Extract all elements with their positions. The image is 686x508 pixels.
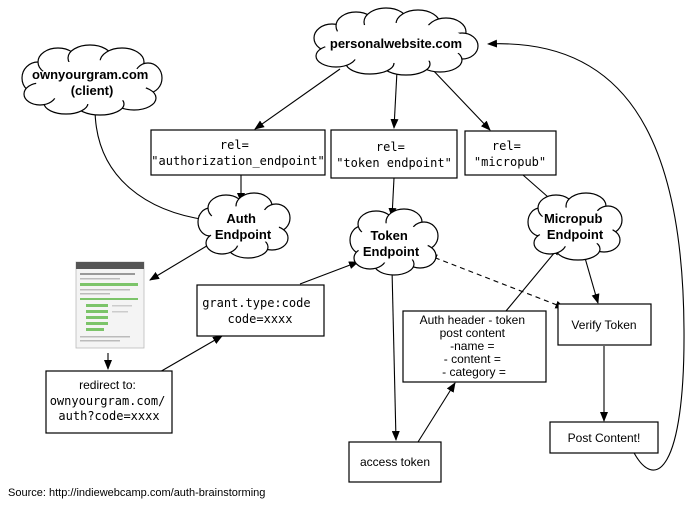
edge-rel-token-to-token-endpoint	[388, 177, 397, 218]
cloud-token-line1: Token	[371, 228, 408, 243]
edge-personal-to-rel-auth	[254, 68, 341, 130]
rel-auth-line2: "authorization_endpoint"	[151, 154, 324, 168]
rel-token-line1: rel=	[376, 140, 405, 154]
svg-text:grant.type:code code=xxx: grant.type:code code=xxxx	[202, 296, 318, 326]
box-auth-header: Auth header - token post content -name =…	[402, 310, 547, 383]
cloud-micropub-endpoint: Micropub Endpoint	[527, 192, 623, 261]
box-verify-token: Verify Token	[557, 303, 652, 346]
cloud-client: ownyourgram.com (client)	[21, 44, 163, 116]
cloud-token-line2: Endpoint	[363, 244, 420, 259]
edge-personal-to-rel-micropub	[429, 66, 491, 131]
edge-post-loop-to-personal	[487, 39, 685, 471]
svg-text:Token Endpoint: Token Endpoint	[363, 228, 420, 259]
svg-text:Micropub Endpoint: Micropub Endpoint	[544, 211, 606, 242]
redirect-line3: auth?code=xxxx	[58, 409, 159, 423]
rel-auth-line1: rel=	[220, 138, 249, 152]
auth-header-line2: post content	[440, 326, 506, 340]
box-grant: grant.type:code code=xxxx	[196, 284, 325, 337]
auth-header-line1: Auth header - token	[420, 313, 525, 327]
box-post-content: Post Content!	[549, 421, 659, 454]
edge-redirect-to-grant	[157, 335, 223, 374]
cloud-client-line1: ownyourgram.com	[32, 67, 148, 82]
edge-token-endpoint-to-access-token	[391, 268, 400, 441]
cloud-personal-label: personalwebsite.com	[330, 36, 462, 51]
rel-micropub-line2: "micropub"	[474, 155, 546, 169]
cloud-token-endpoint: Token Endpoint	[349, 208, 439, 276]
svg-text:Source: http://indiewebcamp.co: Source: http://indiewebcamp.com/auth-bra…	[8, 487, 265, 499]
post-label: Post Content!	[568, 431, 641, 445]
auth-page-screenshot-thumbnail	[75, 261, 145, 349]
rel-token-line2: "token endpoint"	[336, 156, 452, 170]
redirect-line1: redirect to:	[79, 378, 136, 392]
svg-text:rel= "token endpoint": rel= "token endpoint"	[336, 140, 452, 170]
edge-verify-to-token-endpoint-dashed	[427, 254, 566, 309]
auth-header-line4: - content =	[444, 352, 501, 366]
svg-text:ownyourgram.com (client): ownyourgram.com (client)	[32, 67, 152, 98]
svg-text:rel= "micropub": rel= "micropub"	[474, 139, 546, 169]
redirect-line2: ownyourgram.com/	[50, 394, 166, 408]
svg-text:Post Content!: Post Content!	[568, 431, 641, 445]
cloud-auth-line1: Auth	[226, 211, 256, 226]
edge-grant-to-token-endpoint	[299, 261, 359, 285]
edge-auth-endpoint-to-screenshot	[149, 243, 211, 281]
svg-text:rel= "authorization_endp: rel= "authorization_endpoint"	[151, 138, 324, 168]
cloud-auth-endpoint: Auth Endpoint	[197, 192, 291, 259]
cloud-auth-line2: Endpoint	[215, 227, 272, 242]
box-access-token: access token	[348, 441, 442, 483]
edge-client-to-auth-endpoint	[94, 107, 208, 223]
verify-label: Verify Token	[571, 318, 636, 332]
cloud-client-line2: (client)	[71, 83, 114, 98]
edges	[94, 39, 685, 471]
box-rel-auth: rel= "authorization_endpoint"	[150, 129, 326, 176]
edge-access-token-to-auth-header	[417, 382, 456, 443]
cloud-micropub-line1: Micropub	[544, 211, 603, 226]
box-redirect: redirect to: ownyourgram.com/ auth?code=…	[45, 370, 173, 434]
auth-header-line5: - category =	[442, 365, 506, 379]
svg-text:access token: access token	[360, 455, 430, 469]
cloud-personalwebsite: personalwebsite.com	[313, 7, 479, 76]
cloud-micropub-line2: Endpoint	[547, 227, 604, 242]
edge-auth-header-to-micropub-endpoint	[505, 245, 561, 312]
svg-text:personalwebsite.com: personalwebsite.com	[330, 36, 462, 51]
access-label: access token	[360, 455, 430, 469]
edge-personal-to-rel-token	[390, 70, 399, 129]
auth-header-line3: -name =	[450, 339, 494, 353]
grant-line1: grant.type:code	[202, 296, 310, 310]
box-rel-token: rel= "token endpoint"	[330, 129, 458, 179]
box-rel-micropub: rel= "micropub"	[464, 130, 557, 176]
svg-text:Auth header - token post: Auth header - token post content -name =…	[420, 313, 529, 379]
rel-micropub-line1: rel=	[492, 139, 521, 153]
source-caption: Source: http://indiewebcamp.com/auth-bra…	[8, 487, 265, 499]
svg-text:Verify Token: Verify Token	[571, 318, 636, 332]
svg-text:redirect to: ownyourgram: redirect to: ownyourgram.com/ auth?code=…	[50, 378, 169, 423]
svg-text:Auth Endpoint: Auth Endpoint	[215, 211, 272, 242]
grant-line2: code=xxxx	[227, 312, 292, 326]
